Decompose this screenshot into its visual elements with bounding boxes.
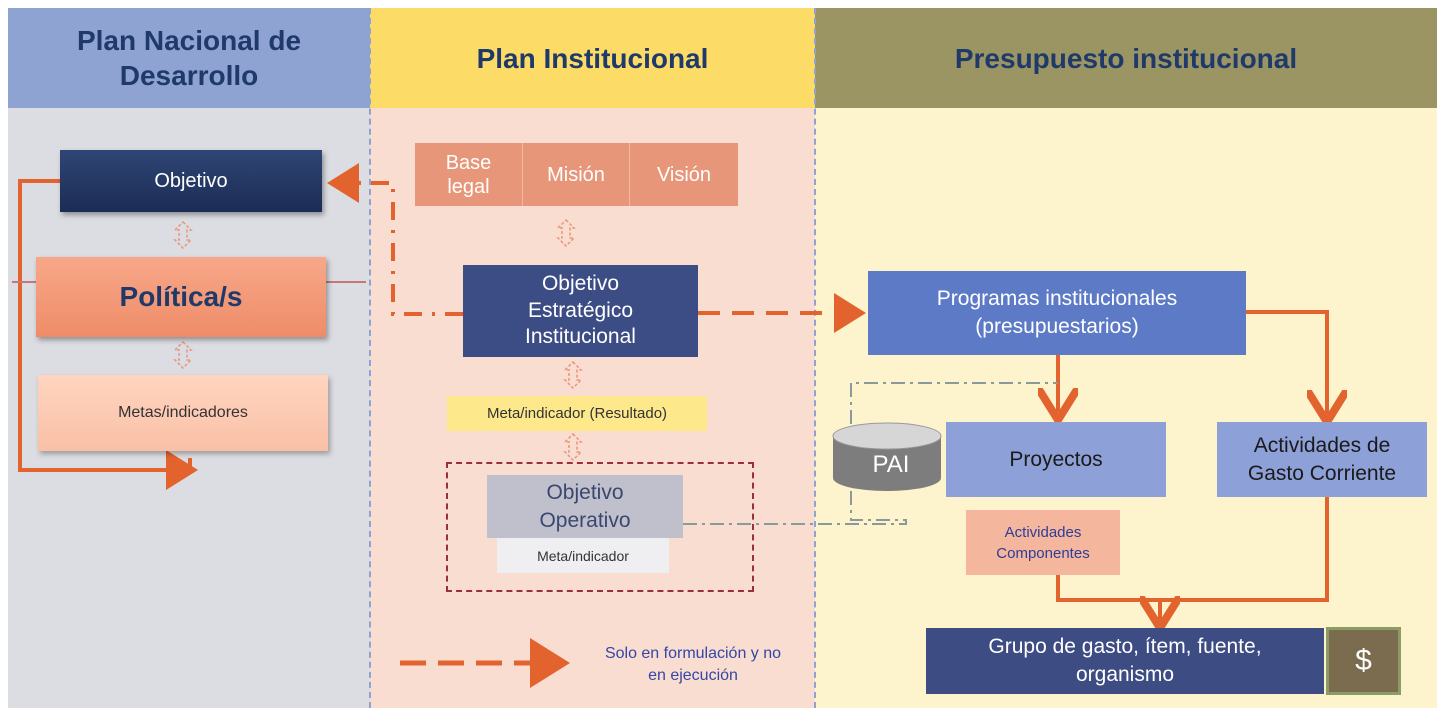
- grupo-gasto-box: Grupo de gasto, ítem, fuente, organismo: [926, 628, 1324, 694]
- double-arrow-1: [173, 218, 583, 462]
- politica-label: Política/s: [119, 281, 243, 312]
- header-plan-institucional-text: Plan Institucional: [476, 42, 709, 74]
- header-plan-nacional: Plan Nacional de Desarrollo: [8, 8, 370, 108]
- loop-arrow: [18, 179, 198, 490]
- metas-label: Metas/indicadores: [118, 404, 248, 421]
- pai-cylinder: [832, 422, 942, 491]
- legend-label: Solo en formulación y no en ejecución: [604, 645, 782, 685]
- actividades-componentes-box: Actividades Componentes: [966, 510, 1120, 575]
- vision-label: Visión: [656, 163, 712, 186]
- programas-to-actividades-arrow: [1246, 310, 1327, 414]
- objetivo-box: Objetivo: [60, 150, 322, 212]
- header-presupuesto: Presupuesto institucional: [815, 8, 1437, 108]
- proyectos-box: Proyectos: [946, 422, 1166, 497]
- actividades-gasto-box: Actividades de Gasto Corriente: [1217, 422, 1427, 497]
- metas-box: Metas/indicadores: [38, 375, 328, 451]
- base-legal-box: Base legal: [415, 143, 522, 206]
- vision-box: Visión: [630, 143, 738, 206]
- objetivo-estrategico-box: Objetivo Estratégico Institucional: [463, 265, 698, 357]
- oei-to-objetivo-arrow: [327, 163, 463, 316]
- column-divider-right: [814, 8, 816, 708]
- base-legal-label: Base legal: [445, 151, 492, 198]
- meta-resultado-box: Meta/indicador (Resultado): [447, 396, 707, 431]
- meta-indicador-label: Meta/indicador: [537, 547, 629, 564]
- mision-box: Misión: [522, 143, 630, 206]
- proyectos-label: Proyectos: [1009, 447, 1103, 471]
- programas-label: Programas institucionales (presupuestari…: [936, 286, 1178, 338]
- objetivo-estrategico-label: Objetivo Estratégico Institucional: [525, 271, 636, 349]
- grupo-gasto-label: Grupo de gasto, ítem, fuente, organismo: [988, 634, 1262, 686]
- objetivo-operativo-box: Objetivo Operativo: [487, 475, 683, 538]
- mision-label: Misión: [547, 163, 605, 186]
- pai-label: PAI: [872, 451, 910, 478]
- operativo-to-pai-line: [683, 382, 1058, 525]
- pai-label-box: PAI: [846, 440, 936, 490]
- actividades-componentes-label: Actividades Componentes: [996, 523, 1090, 562]
- objetivo-operativo-label: Objetivo Operativo: [539, 481, 631, 532]
- politica-box: Política/s: [36, 257, 326, 337]
- column-divider-left: [369, 8, 371, 708]
- dollar-label: $: [1355, 644, 1372, 677]
- header-presupuesto-text: Presupuesto institucional: [954, 42, 1298, 74]
- componentes-to-grupo-line: [1056, 497, 1329, 602]
- programas-box: Programas institucionales (presupuestari…: [868, 271, 1246, 355]
- operativo-dashed-frame: [446, 462, 754, 592]
- meta-resultado-label: Meta/indicador (Resultado): [486, 405, 668, 422]
- header-plan-institucional: Plan Institucional: [370, 8, 815, 108]
- dollar-icon: $: [1326, 627, 1401, 695]
- meta-indicador-box: Meta/indicador: [497, 538, 669, 573]
- header-plan-nacional-text: Plan Nacional de Desarrollo: [76, 25, 302, 91]
- actividades-gasto-label: Actividades de Gasto Corriente: [1247, 434, 1397, 485]
- legend-text: Solo en formulación y no en ejecución: [598, 643, 788, 695]
- objetivo-label: Objetivo: [154, 169, 228, 192]
